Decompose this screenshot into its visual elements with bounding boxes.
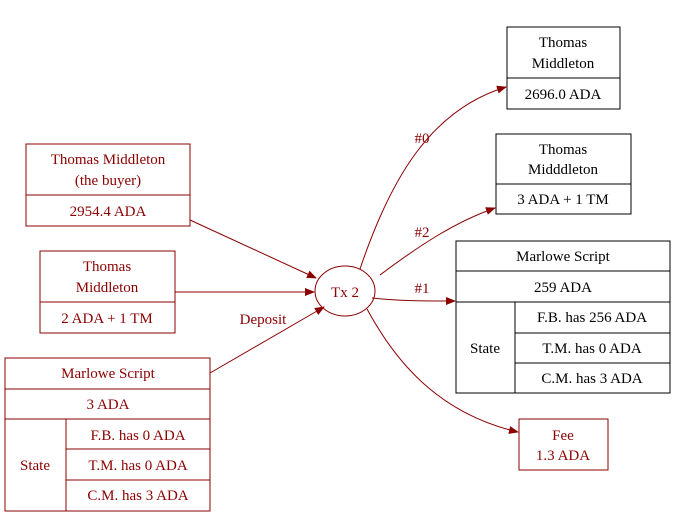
edge-tx-to-out0: [359, 85, 507, 270]
script-state-row: C.M. has 3 ADA: [87, 488, 188, 504]
buyer-name-line2: (the buyer): [75, 173, 141, 189]
out1-state-row: F.B. has 256 ADA: [537, 310, 647, 326]
edge-label-out2: #2: [415, 225, 430, 241]
fee-label: Fee: [552, 428, 574, 444]
out1-state-row: T.M. has 0 ADA: [542, 341, 641, 357]
out0-name-line2: Middleton: [532, 56, 595, 72]
buyer-value: 2954.4 ADA: [70, 204, 147, 220]
out1-name: Marlowe Script: [516, 249, 611, 265]
out2-name-line2: Midddleton: [528, 162, 598, 178]
input-node-script: Marlowe Script 3 ADA State F.B. has 0 AD…: [4, 357, 211, 512]
transaction-label: Tx 2: [331, 285, 359, 301]
edge-buyer-to-tx: [189, 219, 317, 279]
script-name: Marlowe Script: [61, 366, 156, 382]
edge-label-out0: #0: [415, 131, 430, 147]
output-node-1-script: Marlowe Script 259 ADA State F.B. has 25…: [455, 240, 671, 394]
middleton-name-line1: Thomas: [83, 259, 131, 275]
out2-value: 3 ADA + 1 TM: [517, 192, 609, 208]
edge-tx-to-out1: [371, 296, 456, 305]
out1-value: 259 ADA: [534, 280, 592, 296]
script-state-row: T.M. has 0 ADA: [88, 458, 187, 474]
output-node-2: Thomas Midddleton 3 ADA + 1 TM: [495, 133, 632, 215]
middleton-value: 2 ADA + 1 TM: [61, 311, 153, 327]
script-state-label: State: [20, 458, 50, 474]
edge-label-out1: #1: [415, 281, 430, 297]
out1-state-row: C.M. has 3 ADA: [541, 371, 642, 387]
transaction-node: Tx 2: [314, 265, 376, 317]
input-node-middleton: Thomas Middleton 2 ADA + 1 TM: [39, 250, 176, 334]
middleton-name-line2: Middleton: [76, 280, 139, 296]
out0-value: 2696.0 ADA: [525, 87, 602, 103]
out2-name-line1: Thomas: [539, 142, 587, 158]
edge-tx-to-fee: [366, 308, 519, 434]
edge-script-to-tx: [209, 306, 325, 374]
out1-state-label: State: [470, 341, 500, 357]
fee-node: Fee 1.3 ADA: [518, 418, 609, 471]
buyer-name-line1: Thomas Middleton: [51, 152, 166, 168]
output-node-0: Thomas Middleton 2696.0 ADA: [506, 26, 621, 110]
script-state-row: F.B. has 0 ADA: [90, 428, 185, 444]
edge-label-deposit: Deposit: [240, 312, 287, 328]
fee-value: 1.3 ADA: [536, 448, 590, 464]
script-value: 3 ADA: [87, 397, 130, 413]
input-node-buyer: Thomas Middleton (the buyer) 2954.4 ADA: [25, 143, 191, 227]
out0-name-line1: Thomas: [539, 35, 587, 51]
edge-tx-to-out2: [379, 207, 496, 276]
